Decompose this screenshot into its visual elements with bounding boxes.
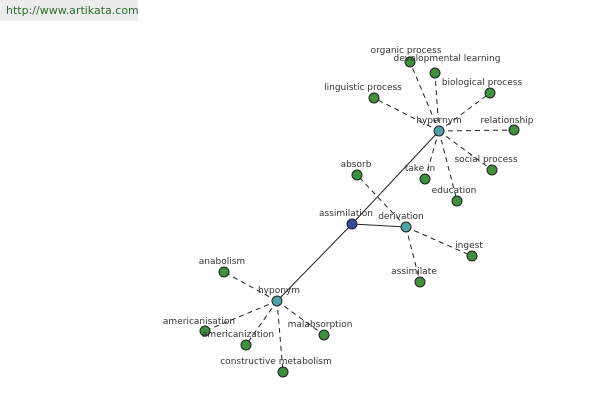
node-constructive-metabolism[interactable] [277,366,289,378]
edge-hypernym-biological-process [438,92,491,132]
edge-center-hypernym [351,130,440,225]
label-organic-process[interactable]: organic process [371,46,442,56]
node-malabsorption[interactable] [318,329,330,341]
label-developmental-learning[interactable]: developmental learning [394,54,501,64]
hub-node-derivation[interactable] [400,221,412,233]
label-linguistic-process[interactable]: linguistic process [324,83,402,93]
node-americanisation[interactable] [199,325,211,337]
label-education[interactable]: education [432,186,477,196]
edge-hyponym-malabsorption [276,300,325,336]
label-assimilate[interactable]: assimilate [391,267,437,277]
edge-center-derivation [351,223,407,228]
node-developmental-learning[interactable] [429,67,441,79]
edge-hypernym-organic-process [409,61,440,132]
node-social-process[interactable] [486,164,498,176]
center-label[interactable]: assimilation [319,209,373,219]
hub-label-hypernym[interactable]: hypernym [416,116,462,126]
label-ingest[interactable]: ingest [455,241,483,251]
label-americanisation[interactable]: americanisation [163,317,235,327]
edge-derivation-ingest [405,226,473,257]
edge-hypernym-linguistic-process [373,97,440,132]
edge-derivation-assimilate [405,226,421,283]
edge-hypernym-relationship [438,129,515,132]
edge-derivation-absorb [356,174,407,228]
edge-hypernym-social-process [438,130,493,171]
node-relationship[interactable] [508,124,520,136]
label-americanization[interactable]: americanization [202,330,274,340]
node-linguistic-process[interactable] [368,92,380,104]
center-node[interactable] [346,218,358,230]
label-relationship[interactable]: relationship [481,116,534,126]
edge-center-hyponym [276,223,353,302]
hub-label-derivation[interactable]: derivation [378,212,424,222]
hub-node-hypernym[interactable] [433,125,445,137]
site-url[interactable]: http://www.artikata.com [0,0,139,21]
edge-hyponym-constructive-metabolism [276,300,284,373]
node-education[interactable] [451,195,463,207]
label-constructive-metabolism[interactable]: constructive metabolism [220,357,332,367]
label-anabolism[interactable]: anabolism [199,257,245,267]
node-assimilate[interactable] [414,276,426,288]
edge-hyponym-americanisation [204,300,278,332]
edge-hyponym-anabolism [223,271,278,302]
hub-label-hyponym[interactable]: hyponym [258,286,300,296]
edge-hypernym-education [438,130,458,202]
node-biological-process[interactable] [484,87,496,99]
edge-hypernym-developmental-learning [434,72,440,132]
label-absorb[interactable]: absorb [341,160,372,170]
node-ingest[interactable] [466,250,478,262]
node-take-in[interactable] [419,173,431,185]
hub-node-hyponym[interactable] [271,295,283,307]
label-biological-process[interactable]: biological process [442,78,523,88]
node-americanization[interactable] [240,339,252,351]
node-anabolism[interactable] [218,266,230,278]
node-absorb[interactable] [351,169,363,181]
label-take-in[interactable]: take in [405,164,436,174]
label-malabsorption[interactable]: malabsorption [288,320,353,330]
node-organic-process[interactable] [404,56,416,68]
label-social-process[interactable]: social process [454,155,517,165]
